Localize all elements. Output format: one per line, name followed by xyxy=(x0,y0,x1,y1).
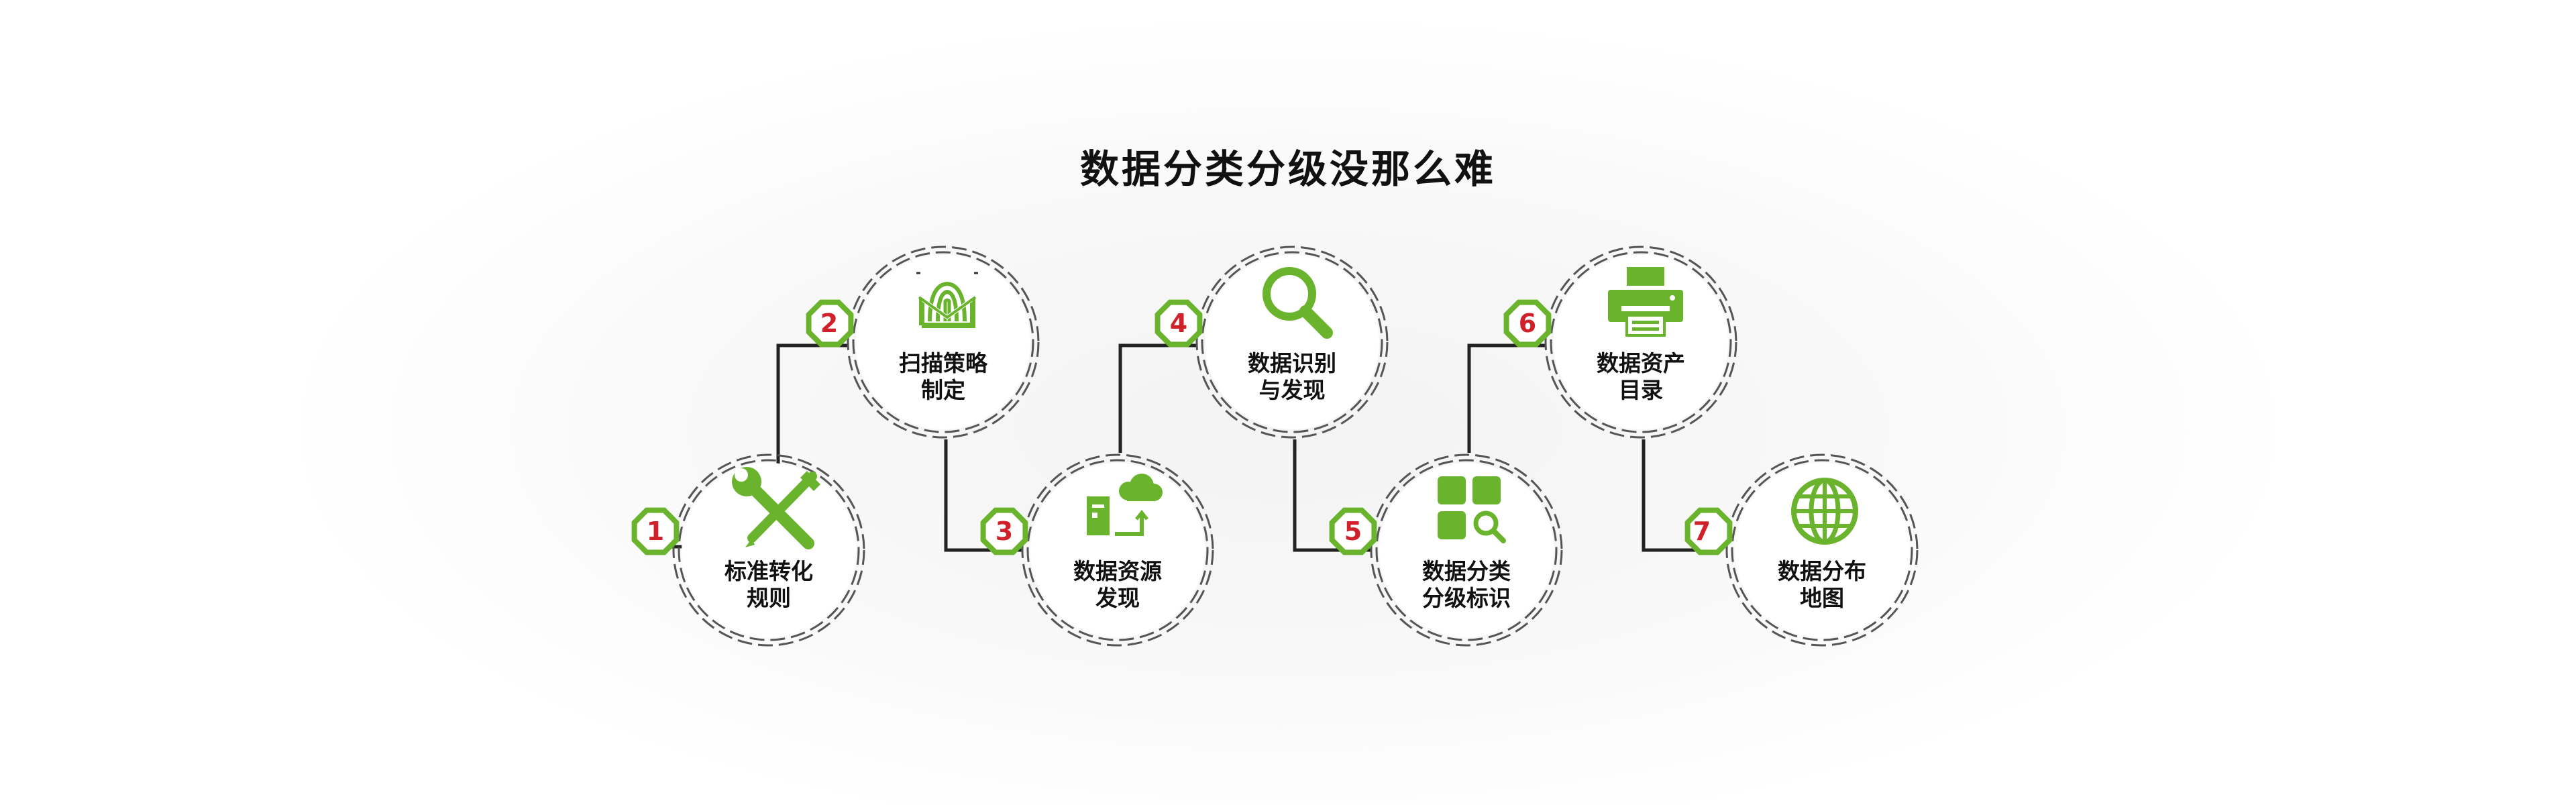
step-label-line1: 数据分类 xyxy=(1422,558,1511,584)
globe-icon xyxy=(1791,478,1858,545)
step-label-line2: 与发现 xyxy=(1258,377,1326,403)
ring-outer xyxy=(847,246,1040,439)
step-label-7: 数据分布 地图 xyxy=(1735,558,1909,612)
ring-outer xyxy=(1725,453,1919,647)
step-label-line2: 发现 xyxy=(1095,585,1140,611)
step-number-4: 4 xyxy=(1169,309,1188,338)
connector-5-6 xyxy=(1467,343,1546,453)
fingerprint-icon xyxy=(916,272,978,328)
ring-inner xyxy=(1375,459,1558,641)
step-badge-1 xyxy=(631,507,680,555)
step-label-line2: 规则 xyxy=(747,585,791,611)
step-badge-6 xyxy=(1503,299,1552,347)
ring-fill xyxy=(1030,463,1205,637)
step-label-line2: 分级标识 xyxy=(1422,585,1511,611)
step-label-line1: 数据分布 xyxy=(1778,558,1866,584)
ring-fill xyxy=(1735,463,1909,637)
step-label-line1: 数据资源 xyxy=(1073,558,1162,584)
step-number-7: 7 xyxy=(1693,517,1711,546)
step-label-1: 标准转化 规则 xyxy=(682,558,856,612)
ring-inner xyxy=(1550,251,1732,433)
ring-outer xyxy=(1544,246,1737,439)
step-label-line1: 数据识别 xyxy=(1248,350,1336,376)
step-ring-3 xyxy=(1021,453,1214,647)
ring-outer xyxy=(672,453,865,647)
step-number-5: 5 xyxy=(1344,517,1362,546)
step-label-3: 数据资源 发现 xyxy=(1030,558,1205,612)
step-ring-6 xyxy=(1544,246,1737,439)
ring-inner xyxy=(1026,459,1209,641)
step-label-line1: 数据资产 xyxy=(1597,350,1685,376)
step-label-6: 数据资产 目录 xyxy=(1554,350,1728,404)
step-badges xyxy=(631,299,1733,555)
ring-fill xyxy=(1205,255,1379,429)
step-label-line1: 标准转化 xyxy=(724,558,813,584)
page-title: 数据分类分级没那么难 xyxy=(1079,146,1496,192)
step-ring-7 xyxy=(1725,453,1919,647)
ring-fill xyxy=(1554,255,1728,429)
ring-inner xyxy=(1731,459,1913,641)
step-badge-3 xyxy=(980,507,1028,555)
step-number-3: 3 xyxy=(995,517,1014,546)
step-ring-5 xyxy=(1370,453,1563,647)
step-ring-4 xyxy=(1195,246,1389,439)
server-cloud-icon xyxy=(1087,474,1163,536)
step-label-line2: 制定 xyxy=(921,377,965,403)
step-badge-2 xyxy=(806,299,854,347)
ring-outer xyxy=(1370,453,1563,647)
step-rings xyxy=(672,246,1919,647)
step-number-1: 1 xyxy=(646,517,665,546)
step-label-2: 扫描策略 制定 xyxy=(856,350,1030,404)
step-label-line2: 目录 xyxy=(1619,377,1663,403)
tools-icon xyxy=(732,467,820,549)
step-label-line1: 扫描策略 xyxy=(899,350,987,376)
ring-inner xyxy=(678,459,860,641)
step-badge-5 xyxy=(1329,507,1377,555)
ring-fill xyxy=(856,255,1030,429)
ring-outer xyxy=(1021,453,1214,647)
step-badge-4 xyxy=(1155,299,1203,347)
ring-inner xyxy=(1201,251,1383,433)
step-label-5: 数据分类 分级标识 xyxy=(1379,558,1554,612)
ring-outer xyxy=(1195,246,1389,439)
step-ring-1 xyxy=(672,453,865,647)
ring-inner xyxy=(852,251,1034,433)
printer-icon xyxy=(1608,267,1683,337)
ring-fill xyxy=(1379,463,1554,637)
step-label-line2: 地图 xyxy=(1800,585,1844,611)
step-badge-7 xyxy=(1684,507,1733,555)
magnifier-icon xyxy=(1263,267,1333,339)
step-ring-2 xyxy=(847,246,1040,439)
connector-3-4 xyxy=(1118,343,1197,453)
ring-fill xyxy=(682,463,856,637)
grid-search-icon xyxy=(1438,476,1506,543)
step-number-2: 2 xyxy=(820,309,839,338)
step-label-4: 数据识别 与发现 xyxy=(1205,350,1379,404)
step-number-6: 6 xyxy=(1518,309,1537,338)
